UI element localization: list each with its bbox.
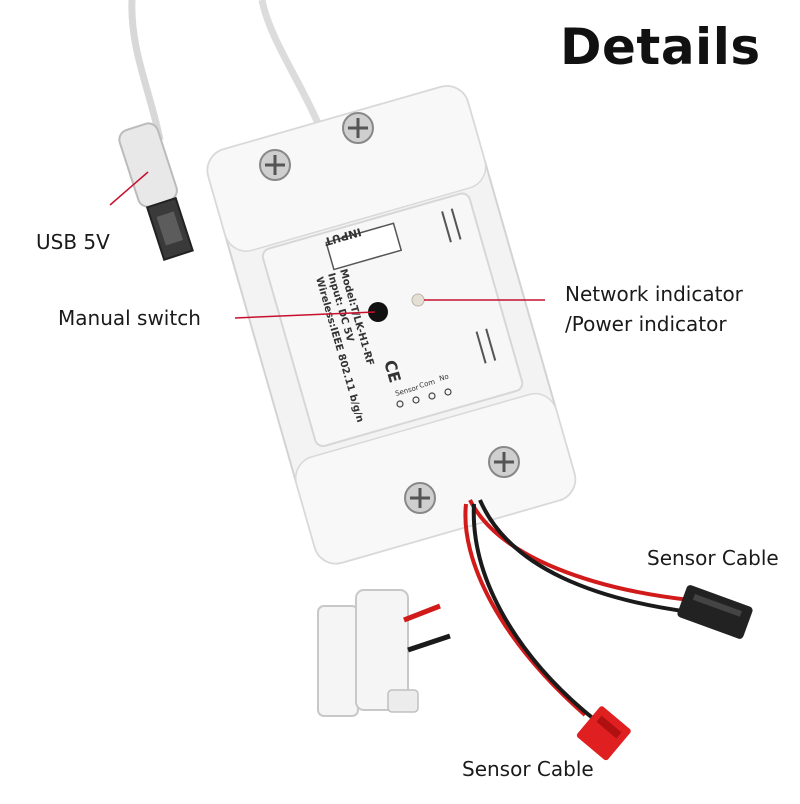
switch-device-body [206,85,577,565]
manual-switch-button [368,302,388,322]
sensor-cable-black-down [471,503,597,722]
screw-bottom-right [488,446,520,478]
sensor-cable-bottom-label: Sensor Cable [462,757,594,781]
power-indicator-callout-label: /Power indicator [565,312,727,336]
screw-top-right [342,112,374,144]
terminal-points [396,388,452,408]
callout-line-usb [109,171,149,206]
sensor-cable-black-right [478,499,691,614]
sensor-connector-black [677,585,753,639]
screw-top-left [259,149,291,181]
power-cable [258,0,324,130]
sensor-connector-red [576,706,631,761]
sensor-cable-right-label: Sensor Cable [647,546,779,570]
callout-line-manual-switch [234,311,376,319]
indicator-led [411,293,425,307]
manual-switch-callout-label: Manual switch [58,306,201,330]
usb-callout-label: USB 5V [36,230,110,254]
device-terminal-no: No [438,373,449,383]
network-indicator-callout-label: Network indicator [565,282,743,306]
sensor-cable-red-right [468,499,691,602]
screw-bottom-left [404,482,436,514]
sensor-cable-red-down [463,503,587,717]
usb-plug [118,122,194,261]
usb-cable [128,0,164,141]
magnetic-door-sensor [317,589,451,717]
page-title: Details [560,18,761,76]
